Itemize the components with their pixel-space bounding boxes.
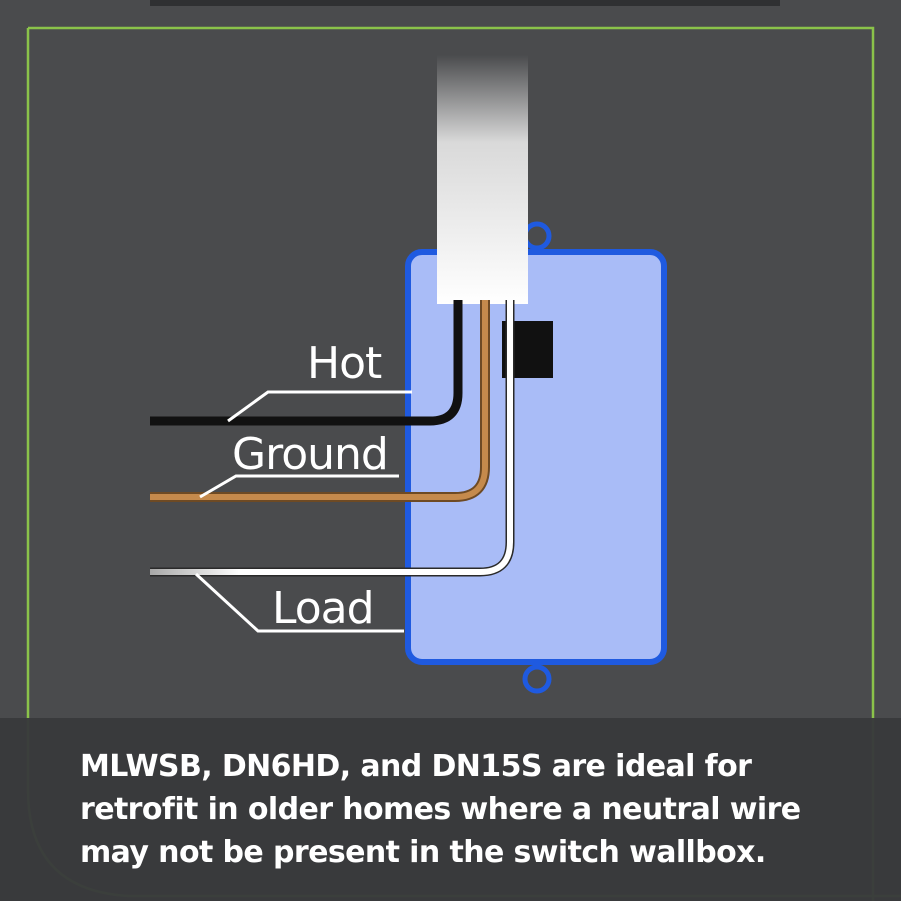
caption-text: MLWSB, DN6HD, and DN15S are ideal for re… [80, 745, 880, 874]
ground-wire-core [150, 300, 488, 500]
load-label: Load [272, 583, 375, 634]
hot-leader-line [227, 390, 412, 423]
ground-leader-line [199, 474, 399, 499]
top-strip [150, 0, 780, 6]
load-wire-core [150, 300, 513, 575]
caption-line-2: retrofit in older homes where a neutral … [80, 792, 801, 827]
caption-line-1: MLWSB, DN6HD, and DN15S are ideal for [80, 749, 752, 784]
ground-label: Ground [232, 429, 389, 480]
caption-band [0, 718, 901, 901]
bottom-mounting-tab [522, 664, 552, 694]
cable-sheath [437, 55, 528, 304]
switch-body [405, 249, 667, 665]
top-mounting-tab [522, 221, 552, 251]
hot-label: Hot [307, 338, 382, 389]
load-leader-line [194, 572, 404, 633]
hot-wire [150, 300, 463, 426]
caption-line-3: may not be present in the switch wallbox… [80, 835, 766, 870]
